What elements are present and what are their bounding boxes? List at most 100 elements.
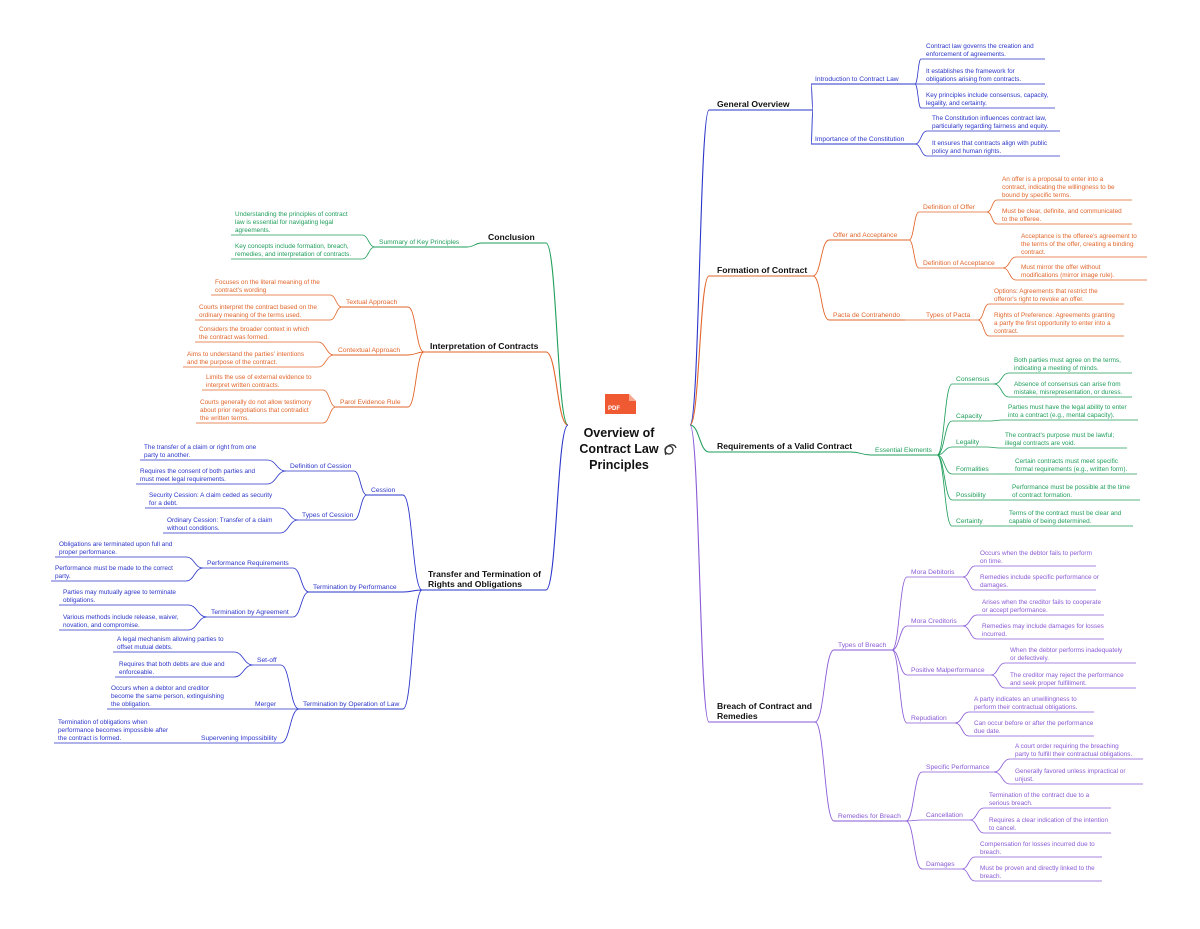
subsubtopic-requirements[interactable]: Certainty [956, 518, 983, 525]
leaf-requirements[interactable]: Both parties must agree on the terms,ind… [1014, 357, 1121, 372]
subtopic-formation-1[interactable]: Pacta de Contrahendo [833, 312, 900, 319]
subtopic-general-1[interactable]: Importance of the Constitution [815, 136, 904, 143]
pdf-icon[interactable]: PDF [605, 394, 636, 414]
subtopic-transfer-2[interactable]: Termination by Operation of Law [303, 701, 399, 708]
subtopic-transfer-0[interactable]: Cession [371, 487, 395, 494]
subsubtopic-transfer[interactable]: Types of Cession [302, 512, 354, 519]
subsubtopic-requirements[interactable]: Capacity [956, 413, 983, 420]
subsubtopic-formation[interactable]: Definition of Acceptance [923, 260, 995, 267]
leaf-transfer[interactable]: Various methods include release, waiver,… [63, 614, 179, 629]
leaf-general[interactable]: Key principles include consensus, capaci… [926, 92, 1049, 107]
leaf-interpretation[interactable]: Courts interpret the contract based on t… [199, 304, 317, 319]
subsubtopic-breach[interactable]: Repudiation [911, 715, 947, 722]
leaf-breach[interactable]: Remedies include specific performance or… [980, 574, 1100, 589]
subsubtopic-breach[interactable]: Cancellation [926, 812, 963, 819]
leaf-general[interactable]: The Constitution influences contract law… [932, 115, 1049, 130]
subtopic-interpretation-2[interactable]: Parol Evidence Rule [340, 399, 401, 406]
subsubtopic-requirements[interactable]: Formalities [956, 466, 989, 473]
general-leaf-connector [914, 143, 928, 157]
central-topic[interactable]: Overview of Contract Law Principles [579, 426, 658, 472]
subsubtopic-transfer[interactable]: Set-off [257, 657, 277, 664]
subtopic-requirements-0[interactable]: Essential Elements [875, 447, 933, 454]
leaf-conclusion[interactable]: Understanding the principles of contract… [235, 211, 348, 234]
subsubtopic-transfer[interactable]: Performance Requirements [207, 560, 289, 567]
leaf-transfer[interactable]: Obligations are terminated upon full and… [59, 541, 173, 556]
leaf-formation[interactable]: Must be clear, definite, and communicate… [1002, 208, 1122, 223]
leaf-transfer[interactable]: Security Cession: A claim ceded as secur… [149, 492, 273, 507]
leaf-breach[interactable]: Arises when the creditor fails to cooper… [982, 599, 1101, 614]
leaf-requirements[interactable]: Parties must have the legal ability to e… [1008, 404, 1128, 419]
leaf-requirements[interactable]: The contract's purpose must be lawful;il… [1005, 432, 1114, 447]
subtopic-conclusion-0[interactable]: Summary of Key Principles [379, 239, 460, 246]
subtopic-general-0[interactable]: Introduction to Contract Law [815, 76, 899, 83]
topic-conclusion[interactable]: Conclusion [488, 232, 535, 242]
leaf-breach[interactable]: Must be proven and directly linked to th… [980, 865, 1095, 880]
subtopic-breach-0[interactable]: Types of Breach [838, 642, 887, 649]
subsubtopic-formation[interactable]: Definition of Offer [923, 204, 976, 211]
attachment-icon[interactable] [664, 444, 677, 456]
topic-requirements[interactable]: Requirements of a Valid Contract [717, 441, 852, 451]
leaf-interpretation[interactable]: Aims to understand the parties' intentio… [187, 351, 304, 366]
leaf-transfer[interactable]: Requires the consent of both parties and… [140, 468, 256, 483]
subtopic-formation-0[interactable]: Offer and Acceptance [833, 232, 897, 239]
topic-general[interactable]: General Overview [717, 99, 790, 109]
leaf-transfer[interactable]: The transfer of a claim or right from on… [144, 444, 257, 459]
subsubtopic-breach[interactable]: Specific Performance [926, 764, 990, 771]
subsubtopic-requirements[interactable]: Possibility [956, 492, 986, 499]
leaf-breach[interactable]: Requires a clear indication of the inten… [989, 817, 1108, 832]
subsubtopic-breach[interactable]: Mora Creditoris [911, 618, 957, 625]
leaf-requirements[interactable]: Performance must be possible at the time… [1012, 484, 1130, 499]
topic-formation[interactable]: Formation of Contract [717, 265, 807, 275]
subsubtopic-requirements[interactable]: Legality [956, 439, 980, 446]
subsubtopic-formation[interactable]: Types of Pacta [926, 312, 971, 319]
subtopic-interpretation-0[interactable]: Textual Approach [346, 299, 398, 306]
subsubtopic-transfer[interactable]: Definition of Cession [290, 463, 352, 470]
leaf-formation[interactable]: Rights of Preference: Agreements grantin… [994, 312, 1115, 335]
leaf-general[interactable]: It ensures that contracts align with pub… [932, 140, 1048, 155]
subsubtopic-breach[interactable]: Positive Malperformance [911, 667, 985, 674]
subsubtopic-breach[interactable]: Damages [926, 861, 955, 868]
leaf-formation[interactable]: Acceptance is the offeree's agreement to… [1021, 233, 1137, 256]
leaf-breach[interactable]: Can occur before or after the performanc… [974, 720, 1094, 735]
subtopic-interpretation-1[interactable]: Contextual Approach [338, 347, 400, 354]
subsubtopic-requirements[interactable]: Consensus [956, 376, 990, 383]
topic-interpretation[interactable]: Interpretation of Contracts [430, 341, 539, 351]
leaf-conclusion[interactable]: Key concepts include formation, breach,r… [235, 243, 351, 258]
subsubtopic-breach[interactable]: Mora Debitoris [911, 569, 955, 576]
subtopic-breach-1[interactable]: Remedies for Breach [838, 813, 901, 820]
subsubtopic-transfer[interactable]: Merger [255, 701, 277, 708]
subsubtopic-transfer[interactable]: Supervening Impossibility [201, 735, 277, 742]
subtopic-transfer-1[interactable]: Termination by Performance [313, 584, 397, 591]
subsubtopic-transfer[interactable]: Termination by Agreement [211, 609, 289, 616]
